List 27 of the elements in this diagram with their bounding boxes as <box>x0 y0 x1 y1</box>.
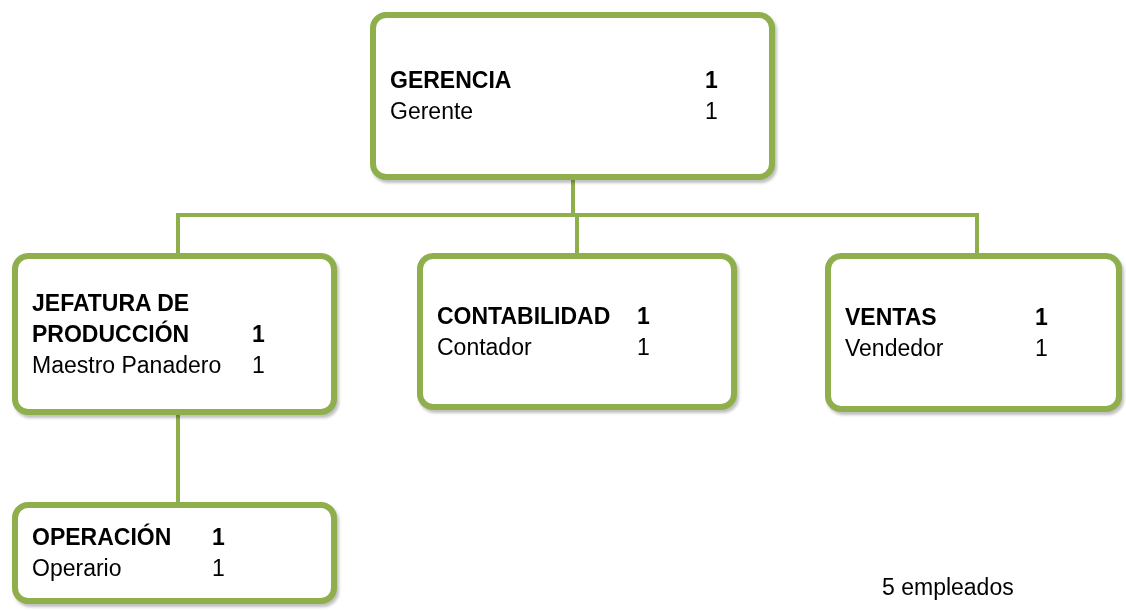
count-label: 1 <box>1035 302 1049 332</box>
count-label: 1 <box>637 301 651 331</box>
count-label: 1 <box>637 332 651 362</box>
role-label: Contador <box>437 332 533 362</box>
org-box <box>370 12 775 180</box>
count-label: 1 <box>1035 333 1049 363</box>
department-title: CONTABILIDAD <box>437 301 612 331</box>
role-label: Maestro Panadero <box>32 350 223 380</box>
count-label: 1 <box>252 319 266 349</box>
role-label: Vendedor <box>845 333 945 363</box>
department-title: GERENCIA <box>390 66 513 95</box>
department-title: VENTAS <box>845 302 938 332</box>
org-box <box>12 253 337 415</box>
org-box <box>12 502 337 604</box>
connector-line <box>176 415 180 502</box>
count-label: 1 <box>705 97 719 126</box>
count-label: 1 <box>212 554 226 583</box>
note-text: 5 empleados <box>882 574 1014 601</box>
count-label: 1 <box>252 350 266 380</box>
department-title: OPERACIÓN <box>32 522 173 552</box>
role-label: Operario <box>32 554 123 583</box>
department-title: JEFATURA DE PRODUCCIÓN <box>32 288 191 349</box>
count-label: 1 <box>705 66 719 95</box>
role-label: Gerente <box>390 97 475 126</box>
count-label: 1 <box>212 523 226 552</box>
org-box <box>417 253 737 410</box>
org-box <box>825 253 1122 412</box>
